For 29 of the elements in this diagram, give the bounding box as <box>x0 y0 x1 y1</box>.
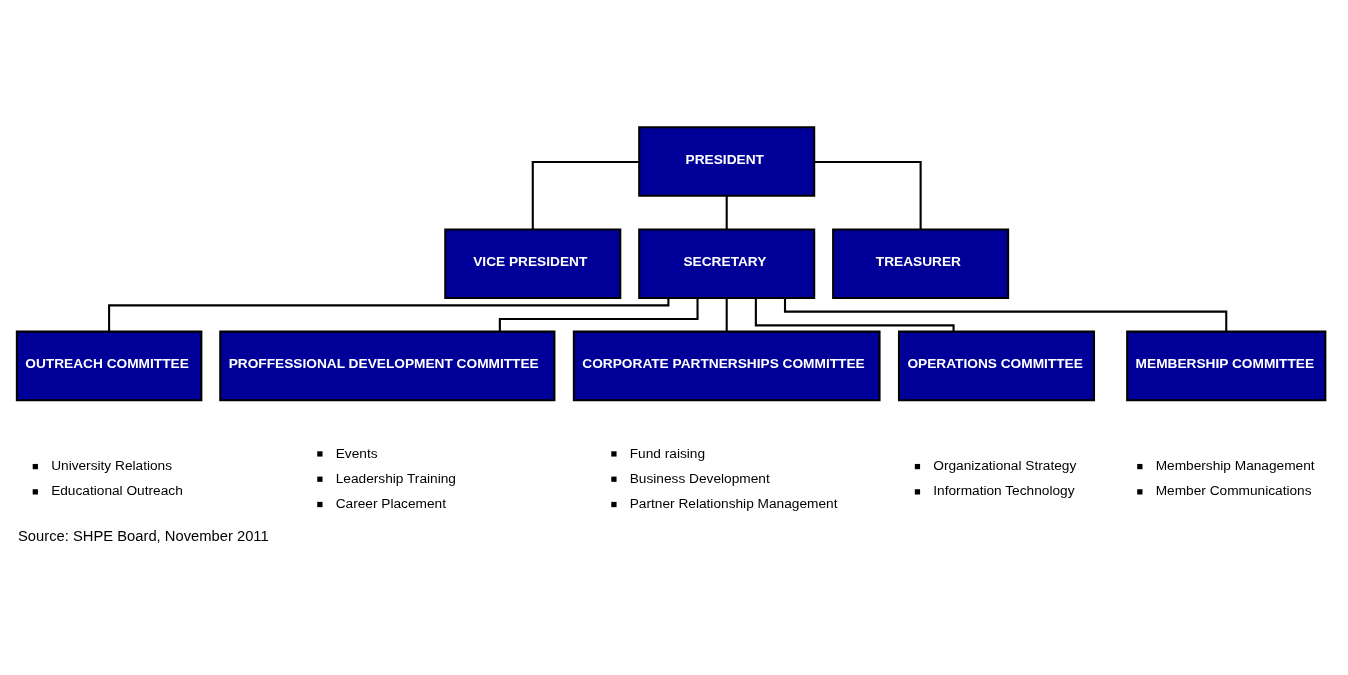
node-label: Leadership Training <box>335 470 456 486</box>
node-label: Business Development <box>629 470 770 486</box>
node-label: University Relations <box>51 457 173 473</box>
connector <box>725 297 728 331</box>
connector <box>725 195 728 229</box>
node-label: Organizational Strategy <box>933 457 1077 473</box>
node-label: Career Placement <box>335 495 446 511</box>
caption: Source: SHPE Board, November 2011 <box>18 527 269 544</box>
node-box: OUTREACH COMMITTEE <box>15 330 203 401</box>
node-label: Membership Management <box>1155 457 1315 473</box>
node-label: Events <box>335 445 378 461</box>
node-box: MEMBERSHIP COMMITTEE <box>1126 330 1327 401</box>
connector <box>108 297 670 331</box>
node-box: PROFFESSIONAL DEVELOPMENT COMMITTEE <box>219 330 556 401</box>
node-label: Fund raising <box>629 445 706 461</box>
node-label: Member Communications <box>1155 482 1312 498</box>
connector <box>814 160 922 229</box>
node-label: Partner Relationship Management <box>629 495 838 511</box>
node-box: PRESIDENT <box>638 125 816 197</box>
node-box: OPERATIONS COMMITTEE <box>897 330 1096 401</box>
node-box: SECRETARY <box>638 227 816 299</box>
node-box: VICE PRESIDENT <box>444 227 622 299</box>
connector <box>498 297 699 331</box>
connector <box>754 297 955 331</box>
connector <box>531 160 640 229</box>
node-label: Information Technology <box>933 482 1075 498</box>
node-box: TREASURER <box>832 227 1010 299</box>
node-box: CORPORATE PARTNERSHIPS COMMITTEE <box>572 330 881 401</box>
node-label: Educational Outreach <box>51 482 183 498</box>
